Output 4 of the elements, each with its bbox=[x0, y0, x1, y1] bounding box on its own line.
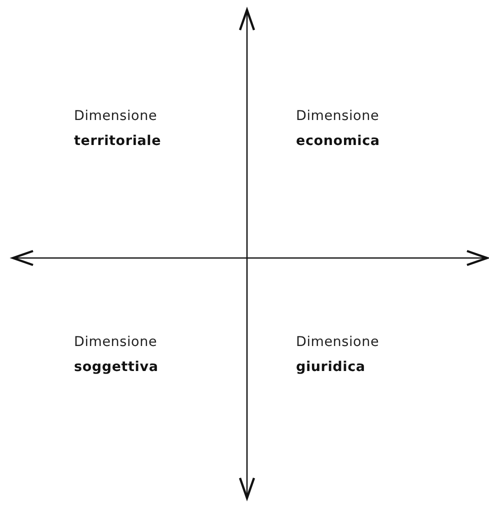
quadrant-label: Dimensione giuridica bbox=[296, 333, 380, 377]
quadrant-label: Dimensione soggettiva bbox=[74, 333, 160, 377]
quadrant-label: Dimensione economica bbox=[296, 107, 381, 151]
quadrant-label: Dimensione territoriale bbox=[74, 107, 162, 151]
